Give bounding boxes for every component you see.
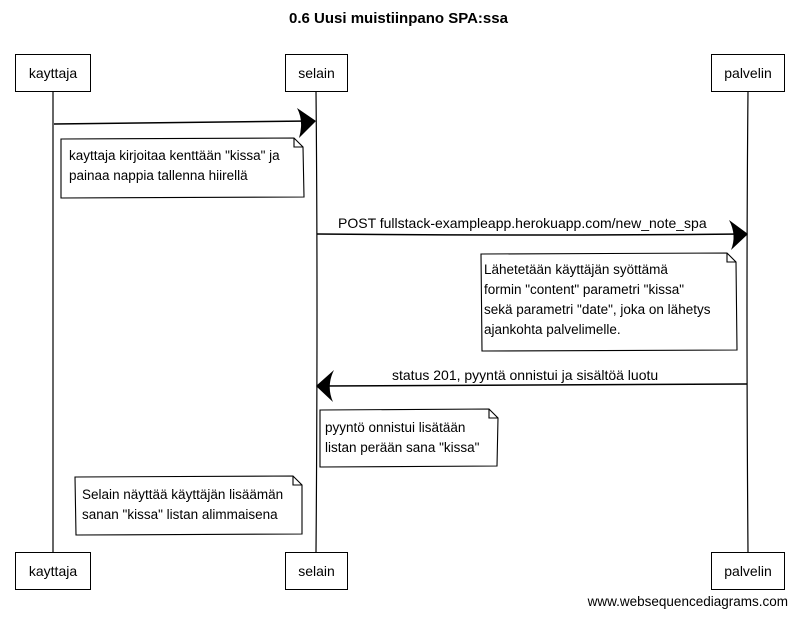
note-4-shape <box>74 475 303 536</box>
arrowhead-3 <box>316 370 334 402</box>
participant-kayttaja-top: kayttaja <box>15 54 91 92</box>
arrowhead-2 <box>729 220 748 250</box>
note-4: Selain näyttää käyttäjän lisäämän sanan … <box>76 481 289 529</box>
participant-selain-bottom: selain <box>285 552 348 590</box>
message-label-2: POST fullstack-exampleapp.herokuapp.com/… <box>338 215 707 231</box>
note-2-line-2: formin "content" parametri "kissa" <box>484 282 684 297</box>
lifeline-palvelin <box>746 90 749 553</box>
message-arrow-3 <box>321 383 748 387</box>
note-3-shape <box>319 408 499 468</box>
note-2-shape <box>480 252 738 352</box>
participant-kayttaja-bottom: kayttaja <box>15 552 91 590</box>
note-2-line-3: sekä parametri "date", joka on lähetys <box>484 302 711 317</box>
note-1-line-1: kayttaja kirjoitaa kenttään "kissa" ja <box>69 148 280 163</box>
message-arrow-1 <box>53 120 311 125</box>
note-1-shape <box>60 137 305 199</box>
message-arrow-2 <box>316 233 743 236</box>
lifeline-kayttaja <box>51 90 54 553</box>
note-3: pyyntö onnistui lisätään listan perään s… <box>319 414 485 462</box>
message-label-3: status 201, pyyntä onnistui ja sisältöä … <box>392 367 659 383</box>
note-1-line-2: painaa nappia tallenna hiirellä <box>69 168 248 183</box>
participant-palvelin-top: palvelin <box>711 54 785 92</box>
watermark: www.websequencediagrams.com <box>587 594 788 609</box>
note-4-line-2: sanan "kissa" listan alimmaisena <box>82 507 278 522</box>
note-2-line-1: Lähetetään käyttäjän syöttämä <box>484 262 668 277</box>
note-3-line-2: listan perään sana "kissa" <box>325 440 480 455</box>
note-4-line-1: Selain näyttää käyttäjän lisäämän <box>82 487 284 502</box>
diagram-title: 0.6 Uusi muistiinpano SPA:ssa <box>289 10 508 27</box>
note-2: Lähetetään käyttäjän syöttämä formin "co… <box>478 256 716 344</box>
arrowhead-1 <box>297 108 316 138</box>
note-2-line-4: ajankohta palvelimelle. <box>484 322 621 337</box>
participant-selain-top: selain <box>285 54 348 92</box>
participant-palvelin-bottom: palvelin <box>711 552 785 590</box>
lifeline-selain <box>315 90 318 553</box>
note-1: kayttaja kirjoitaa kenttään "kissa" ja p… <box>63 142 286 190</box>
note-3-line-1: pyyntö onnistui lisätään <box>325 420 466 435</box>
